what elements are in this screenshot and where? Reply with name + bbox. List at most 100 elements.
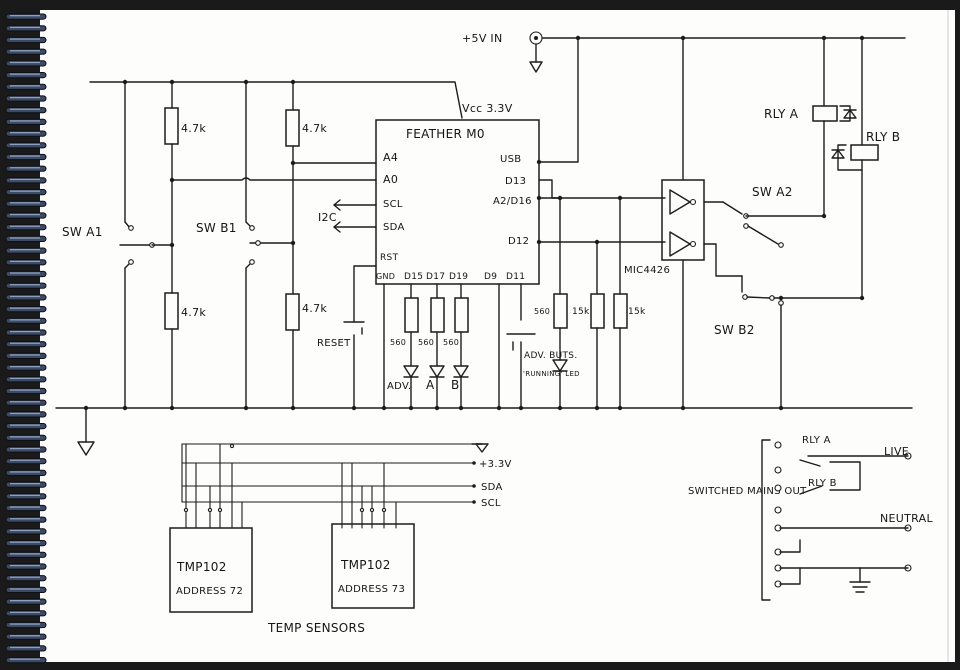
mains-terminal xyxy=(774,484,782,492)
spiral-ring-shine xyxy=(10,319,40,321)
spiral-ring-shine xyxy=(10,307,40,309)
spiral-ring xyxy=(5,411,47,418)
mic-label: MIC4426 xyxy=(624,265,670,276)
spiral-ring-shine xyxy=(10,447,40,450)
junction-dot xyxy=(594,239,600,245)
spiral-ring-shine xyxy=(10,120,40,122)
spiral-ring xyxy=(5,610,47,617)
spiral-ring xyxy=(5,563,47,570)
spiral-ring xyxy=(5,165,47,172)
spiral-ring-shine xyxy=(10,85,40,87)
spiral-ring-shine xyxy=(10,237,40,239)
advance-buttons: ADV. BUTS. xyxy=(498,283,577,409)
sw-a2-label: SW A2 xyxy=(752,185,793,199)
junction-dot xyxy=(617,195,623,201)
spiral-ring xyxy=(5,446,47,453)
spiral-ring-shine xyxy=(10,178,40,181)
spiral-ring-shine xyxy=(10,553,40,555)
i2c-lines: I2C xyxy=(318,199,377,233)
junction-dot xyxy=(169,405,175,411)
spiral-ring-shine xyxy=(10,354,40,356)
power-jack: +5V IN xyxy=(462,31,543,73)
spiral-ring-shine xyxy=(10,167,40,169)
running-led-label: 'RUNNING' LED xyxy=(523,370,580,378)
spiral-ring-shine xyxy=(10,15,40,17)
spiral-ring xyxy=(5,13,47,20)
spiral-ring-shine xyxy=(10,155,40,157)
junction-dot xyxy=(536,195,542,201)
junction-dot xyxy=(536,159,542,165)
reset-button-circuit: RESET xyxy=(317,265,377,409)
pin-sda-label: SDA xyxy=(383,222,405,233)
pin-d17-label: D17 xyxy=(426,272,445,282)
spiral-ring-shine xyxy=(10,646,40,649)
power-rails xyxy=(55,37,913,456)
temp-sensor-bus: +3.3V SDA SCL TMP102 ADDRESS 72 TMP102 A… xyxy=(169,443,511,635)
r47k-4-label: 4.7k xyxy=(302,302,327,315)
spiral-ring xyxy=(5,423,47,430)
spiral-ring-shine xyxy=(10,190,40,192)
spiral-ring-shine xyxy=(10,506,40,508)
r560-3-label: 560 xyxy=(443,338,459,347)
junction-dot xyxy=(680,35,686,41)
spiral-ring-shine xyxy=(10,424,40,426)
pin-a4-label: A4 xyxy=(383,151,398,164)
feather-title: FEATHER M0 xyxy=(406,127,485,141)
pin-a0-label: A0 xyxy=(383,173,398,186)
spiral-ring-shine xyxy=(10,61,40,64)
spiral-ring xyxy=(5,575,47,582)
r47k-1-label: 4.7k xyxy=(181,122,206,135)
vcc-label: Vcc 3.3V xyxy=(462,102,513,115)
r560-4-label: 560 xyxy=(534,307,550,316)
spiral-ring-shine xyxy=(10,202,40,204)
junction-dot xyxy=(575,35,581,41)
spiral-ring-shine xyxy=(10,366,40,368)
mains-terminal xyxy=(774,466,782,474)
pin-rst-label: RST xyxy=(380,253,399,263)
junction-dot xyxy=(594,405,600,411)
junction-dot xyxy=(122,79,128,85)
junction-dot xyxy=(680,405,686,411)
spiral-ring-shine xyxy=(10,436,40,438)
spiral-ring xyxy=(5,247,47,254)
spiral-ring xyxy=(5,387,47,395)
sw-b2-label: SW B2 xyxy=(714,323,755,337)
spiral-ring xyxy=(5,469,47,476)
spiral-ring-shine xyxy=(10,143,40,145)
junction-dot xyxy=(351,405,357,411)
spiral-ring-shine xyxy=(10,249,40,251)
pin-usb-label: USB xyxy=(500,154,521,165)
spiral-ring xyxy=(5,352,47,359)
spiral-ring-shine xyxy=(10,377,40,379)
led-b-label: B xyxy=(451,378,460,392)
rly-b-label: RLY B xyxy=(866,130,900,144)
spiral-ring xyxy=(5,72,47,79)
neutral-label: NEUTRAL xyxy=(880,512,933,525)
sw-b1-label: SW B1 xyxy=(196,221,237,235)
junction-dot xyxy=(408,405,414,411)
temp-sensors-label: TEMP SENSORS xyxy=(267,621,365,635)
spiral-ring-shine xyxy=(10,401,40,403)
junction-dot xyxy=(557,195,563,201)
spiral-ring xyxy=(5,224,47,231)
feather-m0-board: FEATHER M0 Vcc 3.3V A4 A0 SCL SDA RST GN… xyxy=(375,102,540,285)
pin-d19-label: D19 xyxy=(449,272,468,282)
spiral-ring-shine xyxy=(10,330,40,333)
junction-dot xyxy=(518,405,524,411)
spiral-ring xyxy=(5,551,47,558)
junction-dot xyxy=(536,239,542,245)
r560-2-label: 560 xyxy=(418,338,434,347)
spiral-ring-shine xyxy=(10,635,40,637)
r560-1-label: 560 xyxy=(390,338,406,347)
live-label: LIVE xyxy=(884,445,909,458)
spiral-ring xyxy=(5,504,47,512)
spiral-ring-shine xyxy=(10,73,40,75)
junction-dot xyxy=(169,242,175,248)
spiral-ring xyxy=(5,516,47,523)
junction-dot xyxy=(617,405,623,411)
spiral-ring xyxy=(5,282,47,289)
spiral-ring xyxy=(5,235,47,243)
reset-label: RESET xyxy=(317,338,351,349)
spiral-ring-shine xyxy=(10,576,40,578)
